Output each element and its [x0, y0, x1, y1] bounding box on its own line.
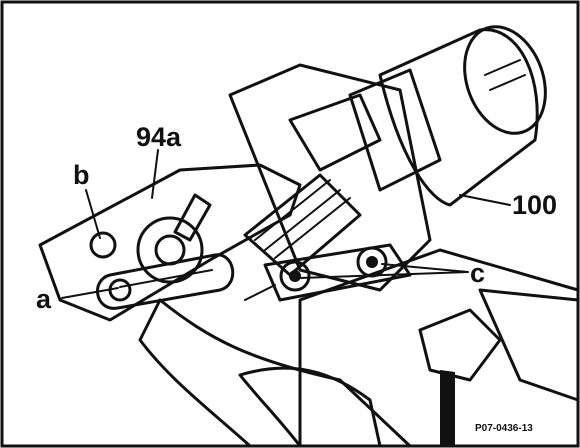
cap-slot	[484, 59, 526, 91]
label-94a: 94a	[136, 122, 182, 152]
pipe-highlight	[238, 366, 382, 448]
label-a: a	[36, 284, 52, 314]
leader-c	[299, 263, 469, 279]
wing-nut-tab	[173, 193, 212, 242]
leader-a	[61, 287, 119, 299]
threaded-shaft	[243, 173, 362, 277]
leader-100	[459, 194, 511, 206]
housing-opening	[418, 308, 502, 382]
clamp-edge	[244, 284, 276, 301]
injector-collar	[288, 93, 382, 172]
housing-side	[478, 288, 580, 402]
lower-pipe	[138, 298, 412, 448]
label-100: 100	[512, 190, 557, 220]
figure-code: P07-0436-13	[475, 423, 533, 434]
leader-b	[85, 189, 101, 239]
bolt-c-left	[279, 260, 311, 292]
bolt-b	[89, 231, 117, 259]
label-b: b	[73, 160, 90, 190]
pump-casting	[228, 63, 432, 292]
adjusting-link	[96, 253, 235, 310]
label-c: c	[470, 258, 485, 288]
part-100-body	[378, 28, 539, 207]
bracket-94a	[38, 163, 302, 322]
injector-ring	[348, 68, 442, 192]
part-100-cap	[463, 25, 547, 135]
pivot-bolt-washer	[136, 216, 204, 284]
pivot-bolt-head	[154, 234, 186, 266]
link-slot	[119, 269, 213, 288]
leader-94a	[151, 149, 159, 199]
side-tab	[440, 370, 455, 446]
